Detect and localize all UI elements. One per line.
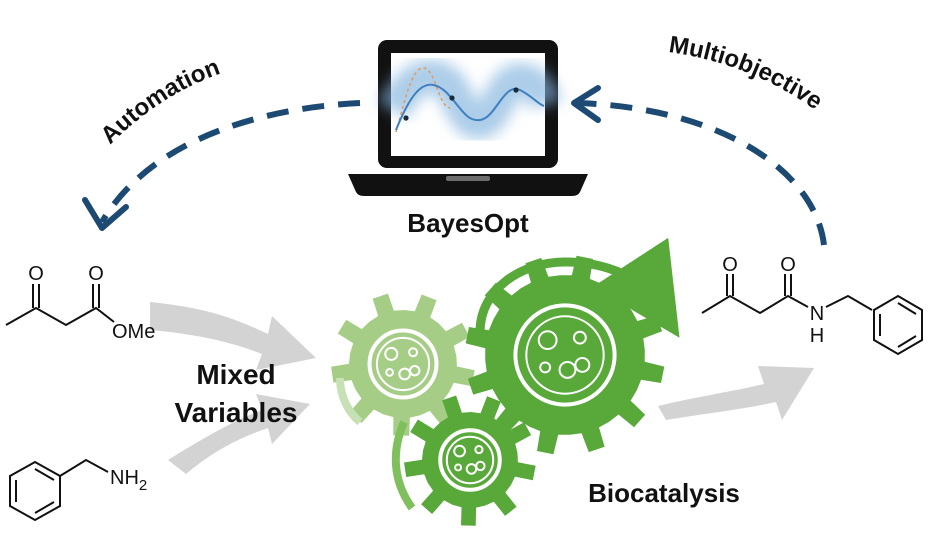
reactant-arrow-top — [150, 302, 316, 370]
benzene-ring-icon — [873, 294, 923, 356]
rotation-arrow-top — [475, 237, 680, 338]
rotation-arrow-faded — [336, 377, 363, 426]
biocatalysis-label: Biocatalysis — [588, 478, 740, 508]
gear-cluster — [331, 255, 665, 526]
rotation-arrow-bottom-left — [391, 420, 416, 511]
n-benzyl-acetoacetamide-structure — [701, 274, 923, 356]
benzylamine-structure — [9, 458, 109, 522]
gear-icon — [331, 293, 475, 436]
amide-hydrogen: H — [810, 325, 824, 347]
product-arrow — [658, 366, 814, 420]
mixed-variables-label-line2: Variables — [175, 397, 298, 428]
petri-dish-icon — [367, 328, 439, 400]
amine-label: NH2 — [110, 467, 147, 494]
methyl-acetoacetate-structure — [5, 284, 115, 327]
bayesopt-plot — [378, 59, 562, 139]
multiobjective-dashed-arrow — [571, 85, 827, 246]
mixed-variables-label-line1: Mixed — [196, 359, 275, 390]
amide-oxygen-2: O — [780, 254, 796, 276]
benzene-ring-icon — [9, 460, 61, 522]
petri-dish-icon — [438, 428, 502, 492]
petri-dish-icon — [513, 303, 617, 407]
ketoester-methoxy-label: OMe — [112, 321, 155, 343]
bayesopt-label: BayesOpt — [407, 208, 529, 238]
automation-dashed-arrow — [82, 100, 361, 231]
amide-oxygen-1: O — [722, 254, 738, 276]
ketoester-oxygen-2: O — [88, 263, 104, 285]
reactant-arrow-bottom — [168, 394, 310, 474]
amide-nitrogen: N — [810, 303, 824, 325]
multiobjective-label: Multiobjective — [667, 31, 827, 115]
ketoester-oxygen-1: O — [28, 263, 44, 285]
